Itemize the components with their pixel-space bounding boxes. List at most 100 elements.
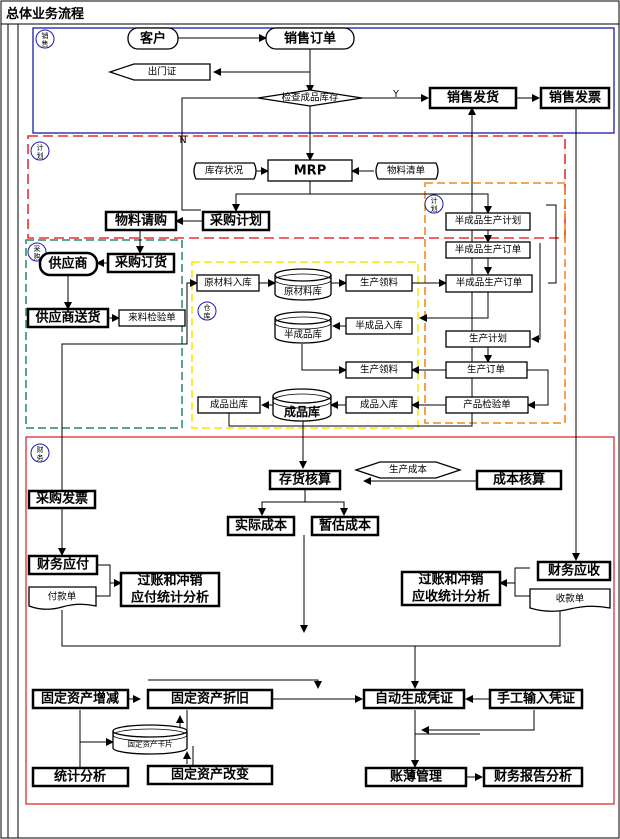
svg-text:仓库: 仓库: [204, 303, 211, 320]
node-supplier-ship: 供应商送货: [26, 307, 110, 329]
node-fa-modify: 固定资产改变: [146, 764, 274, 786]
node-payment: 付款单: [28, 586, 97, 610]
node-finished-store: 成品库: [272, 388, 332, 422]
node-purchase-plan: 采购计划: [201, 210, 271, 232]
node-manual-voucher: 手工输入凭证: [488, 688, 584, 710]
svg-text:库存状况: 库存状况: [205, 165, 244, 177]
node-purchase-order: 采购订货: [106, 252, 176, 274]
node-material-request: 物料请购: [104, 210, 178, 232]
svg-text:出门证: 出门证: [148, 66, 177, 78]
svg-text:财务报告分析: 财务报告分析: [494, 769, 572, 785]
node-sales-order: 销售订单: [265, 27, 355, 50]
svg-text:计划: 计划: [37, 143, 44, 160]
node-fa-card: 固定资产卡片: [112, 724, 188, 755]
svg-text:半成品库: 半成品库: [284, 329, 323, 341]
svg-text:半成品生产订单: 半成品生产订单: [456, 277, 523, 289]
svg-text:生产计划: 生产计划: [469, 333, 507, 345]
node-check-stock: 检查成品库存: [257, 89, 363, 107]
svg-text:半成品入库: 半成品入库: [355, 320, 403, 332]
diagram-title: 总体业务流程: [6, 6, 84, 22]
node-bom: 物料清单: [375, 162, 439, 180]
node-fa-depr: 固定资产折旧: [146, 688, 274, 710]
node-prod-pick-2: 生产领料: [345, 361, 413, 379]
node-raw-in: 原材料入库: [196, 274, 260, 292]
svg-text:产品检验单: 产品检验单: [463, 399, 511, 411]
svg-text:来料检验单: 来料检验单: [128, 312, 176, 324]
svg-text:销售发货: 销售发货: [447, 90, 499, 106]
node-exit-pass: 出门证: [107, 63, 211, 81]
svg-text:过账和冲销: 过账和冲销: [418, 572, 483, 588]
svg-text:采购发票: 采购发票: [35, 491, 88, 507]
svg-text:物料清单: 物料清单: [387, 165, 426, 177]
node-cost-acct: 成本核算: [475, 469, 563, 491]
svg-text:计划: 计划: [431, 196, 438, 213]
node-ap-post-stats: 过账和冲销 应付统计分析: [119, 571, 221, 608]
svg-text:自动生成凭证: 自动生成凭证: [375, 691, 453, 707]
zone-warehouse: [191, 261, 419, 429]
label-no: N: [179, 135, 186, 146]
svg-text:暂估成本: 暂估成本: [319, 518, 371, 534]
svg-text:生产领料: 生产领料: [360, 364, 399, 376]
node-stats: 统计分析: [31, 766, 130, 788]
node-report: 财务报告分析: [482, 766, 584, 788]
svg-text:应收统计分析: 应收统计分析: [412, 589, 490, 605]
svg-text:半成品生产计划: 半成品生产计划: [455, 215, 522, 227]
zone-tag-warehouse: 仓库: [197, 301, 217, 321]
svg-text:物料请购: 物料请购: [115, 213, 167, 229]
svg-text:应付统计分析: 应付统计分析: [131, 590, 209, 606]
svg-text:账薄管理: 账薄管理: [390, 769, 442, 785]
node-estimated-cost: 暂估成本: [310, 515, 380, 537]
svg-text:付款单: 付款单: [48, 591, 77, 603]
node-semi-plan: 半成品生产计划: [445, 212, 531, 231]
node-incoming-check: 来料检验单: [118, 309, 186, 327]
node-prod-plan: 生产计划: [445, 330, 531, 348]
svg-text:MRP: MRP: [294, 164, 326, 179]
svg-text:供应商: 供应商: [47, 256, 87, 272]
node-receipt: 收款单: [529, 588, 611, 612]
svg-text:固定资产折旧: 固定资产折旧: [171, 691, 249, 707]
connectors: [58, 34, 580, 781]
svg-text:成品入库: 成品入库: [360, 399, 399, 411]
svg-text:生产成本: 生产成本: [389, 464, 428, 476]
svg-text:收款单: 收款单: [556, 593, 585, 605]
node-fa-change: 固定资产增减: [31, 688, 130, 710]
zone-plan2: [424, 182, 566, 424]
node-actual-cost: 实际成本: [226, 515, 296, 537]
svg-text:财务: 财务: [37, 445, 44, 462]
node-finished-out: 成品出库: [197, 396, 261, 414]
node-supplier: 供应商: [38, 251, 99, 277]
node-ledger: 账薄管理: [364, 766, 468, 788]
svg-text:采购: 采购: [34, 244, 41, 261]
node-prod-order: 生产订单: [445, 361, 528, 379]
node-finished-in: 成品入库: [345, 396, 413, 414]
zone-finance: [25, 436, 615, 805]
node-raw-store: 原材料库: [274, 268, 332, 301]
svg-text:销售: 销售: [42, 31, 49, 48]
node-prod-cost: 生产成本: [353, 461, 463, 479]
node-mrp: MRP: [267, 159, 353, 182]
node-semi-order-1: 半成品生产订单: [445, 241, 531, 259]
svg-text:半成品生产订单: 半成品生产订单: [455, 244, 522, 256]
svg-text:供应商送货: 供应商送货: [34, 310, 100, 326]
svg-text:实际成本: 实际成本: [235, 518, 287, 534]
zone-tag-plan: 计划: [30, 141, 50, 161]
svg-text:生产领料: 生产领料: [360, 277, 399, 289]
svg-text:过账和冲销: 过账和冲销: [137, 573, 202, 589]
label-yes: Y: [392, 89, 399, 100]
svg-text:采购订货: 采购订货: [114, 255, 167, 271]
node-product-check: 产品检验单: [445, 396, 529, 414]
svg-text:成品出库: 成品出库: [210, 399, 249, 411]
node-stock-status: 库存状况: [193, 162, 257, 180]
svg-text:存货核算: 存货核算: [279, 472, 331, 488]
node-inventory-acct: 存货核算: [268, 469, 342, 491]
svg-text:客户: 客户: [140, 31, 166, 47]
node-purchase-invoice: 采购发票: [27, 489, 97, 510]
svg-text:销售发票: 销售发票: [549, 90, 601, 106]
svg-text:销售订单: 销售订单: [284, 31, 336, 47]
svg-text:财务应收: 财务应收: [548, 563, 601, 579]
node-auto-voucher: 自动生成凭证: [362, 688, 466, 710]
node-sales-ship: 销售发货: [428, 86, 518, 110]
zone-tag-plan2: 计划: [424, 194, 444, 214]
